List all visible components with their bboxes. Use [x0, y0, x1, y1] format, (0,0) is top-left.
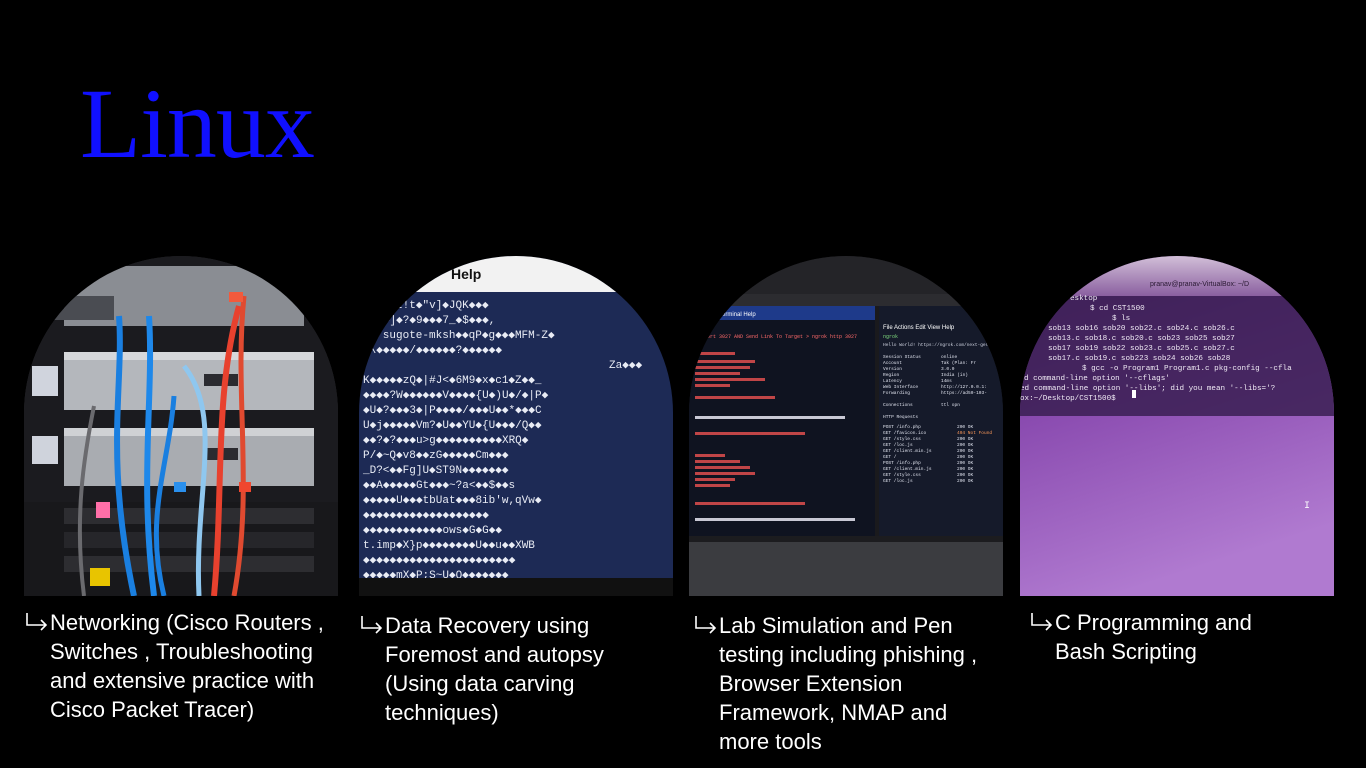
ngrok-value: India (in) — [941, 372, 968, 378]
cterm-line: sob17 sob19 sob22 sob23.c sob25.c sob27.… — [1048, 345, 1235, 353]
recovery-line: Za◆◆◆ — [609, 360, 642, 372]
ngrok-request: GET /client.min.js — [883, 448, 932, 454]
recovery-line: ◆◆◆◆◆◆◆◆◆◆◆◆◆◆◆◆◆◆◆ — [363, 510, 489, 522]
down-right-arrow-icon — [26, 613, 48, 631]
ngrok-field: Web Interface — [883, 384, 918, 390]
ngrok-status: 200 OK — [957, 460, 974, 466]
ngrok-menu-bar: File Actions Edit View Help — [883, 325, 955, 331]
cterm-line: $ cd CST1500 — [1090, 305, 1145, 313]
recovery-line: U◆j◆◆◆◆◆Vm?◆U◆◆YU◆{U◆◆◆/Q◆◆ — [363, 420, 542, 432]
ngrok-request: POST /info.php — [883, 424, 921, 430]
help-label: Help — [451, 266, 481, 282]
ngrok-field: Session Status — [883, 354, 921, 360]
ngrok-field: Account — [883, 360, 902, 366]
recovery-line: ◆◆◆◆]◆?◆9◆◆◆7_◆$◆◆◆, — [363, 315, 495, 327]
cterm-line: $ ls — [1112, 315, 1130, 323]
recovery-line: t.imp◆X}p◆◆◆◆◆◆◆◆U◆◆u◆◆XWB — [363, 540, 535, 552]
caption-text: C Programming and Bash Scripting — [1055, 610, 1252, 664]
ngrok-field: Version — [883, 366, 902, 372]
ngrok-request: GET /style.css — [883, 436, 921, 442]
ngrok-value: ttl opn — [941, 402, 960, 408]
cterm-line: ed command-line option '--libs'; did you… — [1020, 385, 1275, 393]
svg-text:I: I — [1304, 501, 1310, 512]
ngrok-value: https://ad50-103- — [941, 390, 987, 396]
ngrok-label: ngrok — [883, 334, 898, 340]
recovery-line: ◆◆◆◆◆◆◆◆◆◆◆◆◆◆◆◆◆◆◆◆◆◆◆ — [363, 555, 516, 567]
cisco-rack-photo — [24, 256, 338, 596]
ngrok-hello: Hello World! https://ngrok.com/next-gen — [883, 342, 989, 348]
down-right-arrow-icon — [1031, 613, 1053, 631]
cterm-line: $ gcc -o Program1 Program1.c pkg-config … — [1082, 365, 1292, 373]
ngrok-status: 200 OK — [957, 442, 974, 448]
ngrok-value: 14ms — [941, 378, 952, 384]
ngrok-request: GET / — [883, 454, 897, 460]
recovery-line: ◆◆◆◆◆◆◆◆◆◆◆◆ows◆G◆G◆◆ — [363, 525, 502, 537]
ngrok-field: Latency — [883, 378, 902, 384]
cterm-line: d command-line option '--cflags' — [1024, 375, 1170, 383]
ngrok-field: Region — [883, 372, 900, 378]
ngrok-value: online — [941, 354, 958, 360]
ngrok-request: POST /info.php — [883, 460, 921, 466]
ngrok-status: 200 OK — [957, 448, 974, 454]
cterm-line: sob13.c sob18.c sob20.c sob23 sob25 sob2… — [1048, 335, 1235, 343]
ngrok-status: 200 OK — [957, 472, 974, 478]
ngrok-status: 200 OK — [957, 478, 974, 484]
ngrok-value: Tak (Plan: Fr — [941, 360, 976, 366]
ngrok-status: 404 Not Found — [957, 430, 992, 436]
recovery-line: ◆U◆?◆◆◆3◆|P◆◆◆◆/◆◆◆U◆◆*◆◆◆C — [363, 405, 542, 417]
cterm-line: ox:~/Desktop/CST1500$ — [1020, 395, 1116, 403]
recovery-line: ◆◆◆&1I!t◆"v]◆JQK◆◆◆ — [363, 300, 489, 312]
ngrok-field: Forwarding — [883, 390, 910, 396]
terminal-window-title: pranav@pranav-VirtualBox: ~/D — [1150, 281, 1249, 288]
ngrok-status: 200 OK — [957, 466, 974, 472]
caption-text: Lab Simulation and Pen testing including… — [719, 613, 978, 754]
down-right-arrow-icon — [361, 616, 383, 634]
page-title: Linux — [80, 68, 315, 179]
down-right-arrow-icon — [695, 616, 717, 634]
ngrok-request: GET /loc.js — [883, 478, 913, 484]
cterm-line: sob13 sob16 sob20 sob22.c sob24.c sob26.… — [1048, 325, 1235, 333]
ngrok-request: GET /style.css — [883, 472, 921, 478]
ngrok-request: GET /loc.js — [883, 442, 913, 448]
recovery-line: P/◆~Q◆v8◆◆zG◆◆◆◆◆Cm◆◆◆ — [363, 450, 509, 462]
recovery-line: in/sugote-mksh◆◆qP◆g◆◆◆MFM-Z◆ — [363, 330, 555, 342]
ngrok-field: Connections — [883, 402, 913, 408]
recovery-line: ◆◆◆◆?W◆◆◆◆◆◆V◆◆◆◆{U◆)U◆/◆|P◆ — [363, 390, 549, 402]
recovery-line: ◆\◆◆◆◆◆/◆◆◆◆◆◆?◆◆◆◆◆◆ — [363, 345, 502, 357]
ngrok-status: 200 OK — [957, 436, 974, 442]
ngrok-request: GET /client.min.js — [883, 466, 932, 472]
ngrok-status: 200 OK — [957, 424, 974, 430]
ngrok-status: 200 OK — [957, 454, 974, 460]
c-terminal-photo: pranav@pranav-VirtualBox: ~/D esktop $ cd… — [1020, 256, 1334, 596]
ngrok-request: GET /favicon.ico — [883, 430, 927, 436]
recovery-line: ◆◆◆◆◆U◆◆◆tbUat◆◆◆8ib'w,qVw◆ — [363, 495, 542, 507]
terminal-tab-label: Terminal Help — [719, 312, 756, 318]
ngrok-requests-heading: HTTP Requests — [883, 414, 918, 420]
pentest-terminal-photo: Terminal Help On Port 3027 AND Send Link… — [689, 256, 1003, 596]
recovery-line: _D?<◆◆Fg]U◆ST9N◆◆◆◆◆◆◆ — [362, 465, 509, 477]
recovery-line: ◆◆?◆?◆◆◆u>g◆◆◆◆◆◆◆◆◆◆XRQ◆ — [363, 435, 529, 447]
caption-text: Networking (Cisco Routers , Switches , T… — [50, 610, 324, 722]
caption-text: Data Recovery using Foremost and autopsy… — [385, 613, 604, 725]
recovery-line: ◆◆A◆◆◆◆◆Gt◆◆◆~?a<◆◆$◆◆s — [363, 480, 515, 492]
recovery-line: K◆◆◆◆◆zQ◆|#J<◆6M9◆x◆c1◆Z◆◆_ — [363, 375, 542, 387]
cterm-line: sob17.c sob19.c sob223 sob24 sob26 sob28 — [1048, 355, 1231, 363]
ngrok-value: 3.0.0 — [941, 366, 955, 372]
data-recovery-screen-photo: Help ◆◆◆&1I!t◆"v]◆JQK◆◆◆ ◆◆◆◆]◆?◆9◆◆◆7_◆$… — [359, 256, 673, 596]
ngrok-value: http://127.0.0.1: — [941, 384, 987, 390]
terminal-prompt: On Port 3027 AND Send Link To Target > n… — [695, 334, 857, 340]
cterm-line: esktop — [1070, 295, 1098, 303]
